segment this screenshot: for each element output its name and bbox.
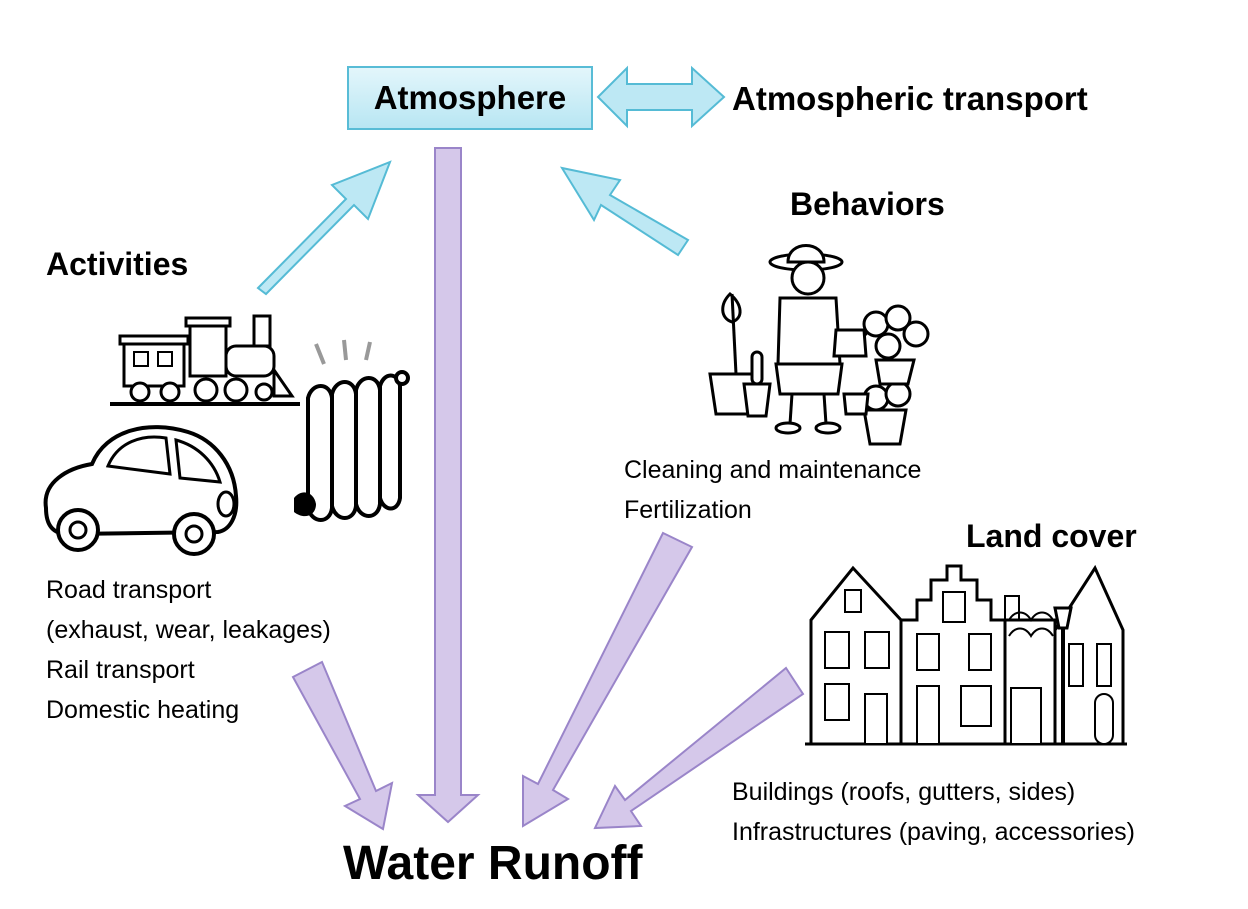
activities-item: Road transport (46, 576, 212, 604)
behaviors-to-atmosphere-arrow (559, 166, 690, 257)
activities-heading: Activities (46, 246, 189, 282)
behaviors-heading: Behaviors (790, 186, 945, 222)
land-cover-item: Buildings (roofs, gutters, sides) (732, 778, 1076, 806)
behaviors-list: Cleaning and maintenance Fertilization (624, 450, 921, 530)
gardener-icon (708, 244, 930, 446)
atmospheric-transport-double-arrow (596, 65, 726, 129)
behaviors-to-runoff-arrow (522, 531, 694, 828)
land-cover-heading: Land cover (966, 518, 1137, 554)
activities-to-atmosphere-arrow (256, 160, 392, 296)
atmosphere-to-runoff-arrow (415, 147, 481, 824)
radiator-icon (294, 339, 410, 522)
land-cover-item: Infrastructures (paving, accessories) (732, 818, 1135, 846)
atmosphere-label: Atmosphere (373, 79, 567, 116)
landcover-to-runoff-arrow (593, 666, 805, 830)
activities-item: (exhaust, wear, leakages) (46, 616, 331, 644)
car-icon (43, 425, 239, 556)
behaviors-item: Cleaning and maintenance (624, 456, 922, 484)
atmospheric-transport-label: Atmospheric transport (732, 80, 1088, 117)
train-icon (110, 314, 300, 406)
activities-list: Road transport (exhaust, wear, leakages)… (46, 570, 331, 730)
atmosphere-box: Atmosphere (347, 66, 593, 130)
activities-to-runoff-arrow (291, 660, 394, 831)
water-runoff-label: Water Runoff (343, 837, 643, 890)
houses-icon (805, 564, 1127, 746)
activities-item: Rail transport (46, 656, 195, 684)
behaviors-item: Fertilization (624, 496, 752, 524)
activities-item: Domestic heating (46, 696, 240, 724)
land-cover-list: Buildings (roofs, gutters, sides) Infras… (732, 772, 1135, 852)
